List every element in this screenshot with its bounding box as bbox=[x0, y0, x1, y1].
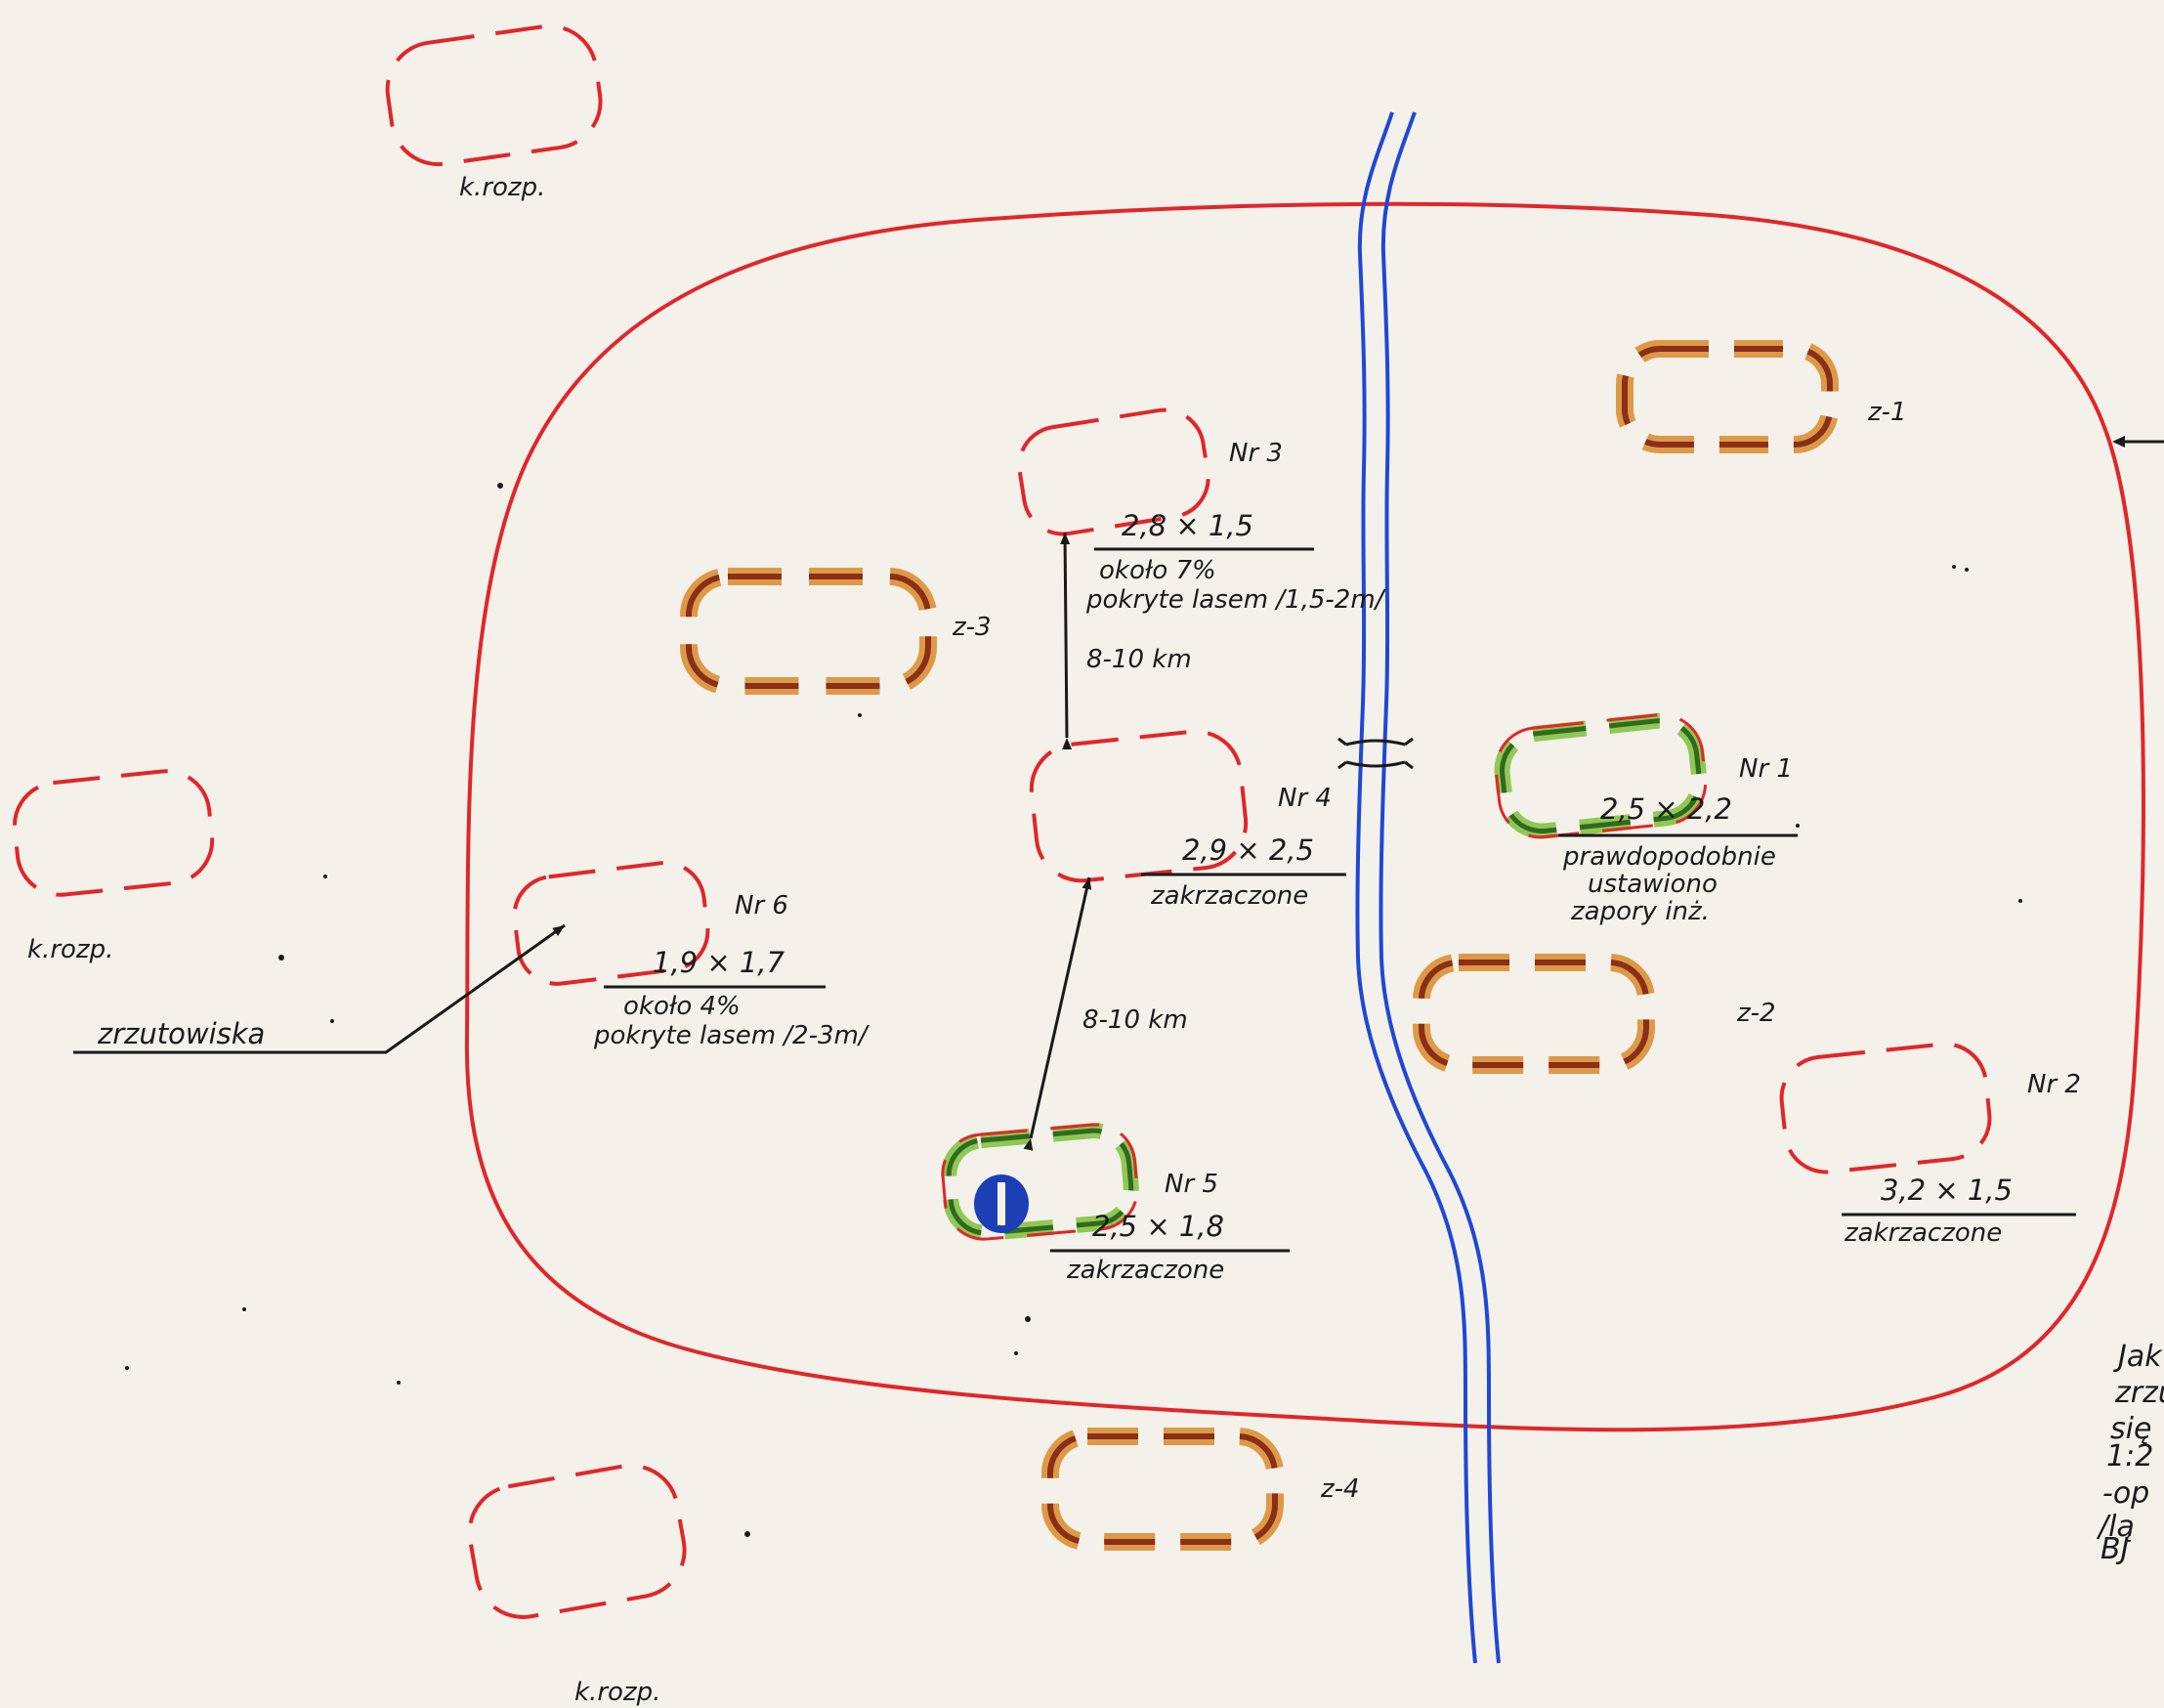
landing-size-nr3: 2,8 × 1,5 bbox=[1122, 509, 1253, 542]
drop-zone-label-z1: z-1 bbox=[1867, 398, 1907, 427]
drop-zone-z4[interactable] bbox=[1041, 1428, 1284, 1551]
edge-arrow-icon bbox=[2112, 436, 2164, 448]
landing-name-nr2: Nr 2 bbox=[2027, 1070, 2081, 1099]
landing-name-nr3: Nr 3 bbox=[1229, 439, 1283, 468]
side-note-line-6: /lą bbox=[2096, 1510, 2135, 1544]
landing-note-nr5-1: zakrzaczone bbox=[1066, 1256, 1224, 1285]
landing-note-nr6-1: około 4% bbox=[623, 992, 741, 1021]
landing-name-nr6: Nr 6 bbox=[735, 891, 788, 920]
distance-arrow-nr4-nr5 bbox=[1023, 876, 1092, 1151]
side-note-line-7: BJ bbox=[2100, 1532, 2129, 1566]
drop-zone-label-z2: z-2 bbox=[1736, 999, 1776, 1028]
operational-area-boundary bbox=[464, 201, 2145, 1432]
landing-size-nr1: 2,5 × 2,2 bbox=[1600, 792, 1732, 826]
landing-name-nr5: Nr 5 bbox=[1165, 1170, 1218, 1199]
landing-size-nr2: 3,2 × 1,5 bbox=[1881, 1174, 2013, 1207]
landing-note-nr4-1: zakrzaczone bbox=[1150, 881, 1308, 911]
paper-specks bbox=[125, 483, 2022, 1537]
landing-area-nr5[interactable] bbox=[940, 1122, 1141, 1243]
landing-area-nr1[interactable] bbox=[1492, 710, 1710, 841]
landing-size-nr4: 2,9 × 2,5 bbox=[1182, 833, 1314, 867]
distance-label-nr4-nr5: 8-10 km bbox=[1082, 1005, 1188, 1035]
callout-label: zrzutowiska bbox=[97, 1017, 265, 1050]
side-note: Jak zrzu się 1:2 -op /lą BJ bbox=[2096, 1340, 2164, 1566]
landing-note-nr6-2: pokryte lasem /2-3m/ bbox=[593, 1021, 870, 1050]
landing-note-nr1-2: ustawiono bbox=[1588, 870, 1718, 899]
landing-note-nr3-1: około 7% bbox=[1099, 556, 1216, 585]
recon-area-top[interactable] bbox=[381, 21, 606, 171]
side-note-line-5: -op bbox=[2102, 1476, 2149, 1511]
landing-note-nr2-1: zakrzaczone bbox=[1844, 1218, 2002, 1248]
side-note-line-2: zrzu bbox=[2114, 1376, 2164, 1410]
label-underlines bbox=[604, 547, 2076, 1253]
recon-label-top: k.rozp. bbox=[459, 173, 545, 202]
river bbox=[1355, 111, 1501, 1664]
landing-note-nr1-3: zapory inż. bbox=[1570, 897, 1710, 926]
side-note-line-3: się bbox=[2110, 1412, 2151, 1446]
recon-label-left: k.rozp. bbox=[27, 935, 113, 964]
landing-size-nr6: 1,9 × 1,7 bbox=[653, 946, 785, 979]
bridge-icon bbox=[1337, 737, 1414, 770]
landing-area-nr3[interactable] bbox=[1014, 405, 1214, 539]
drop-zone-z2[interactable] bbox=[1413, 954, 1655, 1074]
recon-area-left[interactable] bbox=[11, 767, 217, 899]
landing-note-nr3-2: pokryte lasem /1,5-2m/ bbox=[1085, 585, 1387, 615]
landing-name-nr1: Nr 1 bbox=[1739, 754, 1793, 784]
callout-leader-line bbox=[73, 923, 566, 1054]
landing-size-nr5: 2,5 × 1,8 bbox=[1092, 1210, 1224, 1243]
drop-zone-label-z4: z-4 bbox=[1320, 1474, 1360, 1504]
side-note-line-4: 1:2 bbox=[2106, 1439, 2153, 1473]
distance-arrow-nr3-nr4 bbox=[1060, 532, 1073, 750]
landing-name-nr4: Nr 4 bbox=[1278, 784, 1332, 813]
distance-label-nr3-nr4: 8-10 km bbox=[1086, 645, 1192, 674]
landing-note-nr1-1: prawdopodobnie bbox=[1562, 842, 1776, 872]
drop-zone-z3[interactable] bbox=[680, 568, 937, 695]
landing-area-nr2[interactable] bbox=[1777, 1040, 1993, 1175]
recon-label-bottom: k.rozp. bbox=[574, 1678, 660, 1707]
landing-area-nr6[interactable] bbox=[510, 858, 712, 988]
drop-zone-label-z3: z-3 bbox=[952, 613, 992, 642]
drop-zone-z1[interactable] bbox=[1616, 340, 1839, 453]
unit-marker-icon[interactable] bbox=[974, 1174, 1029, 1233]
recon-area-bottom[interactable] bbox=[462, 1458, 692, 1624]
side-note-line-1: Jak bbox=[2113, 1340, 2163, 1374]
